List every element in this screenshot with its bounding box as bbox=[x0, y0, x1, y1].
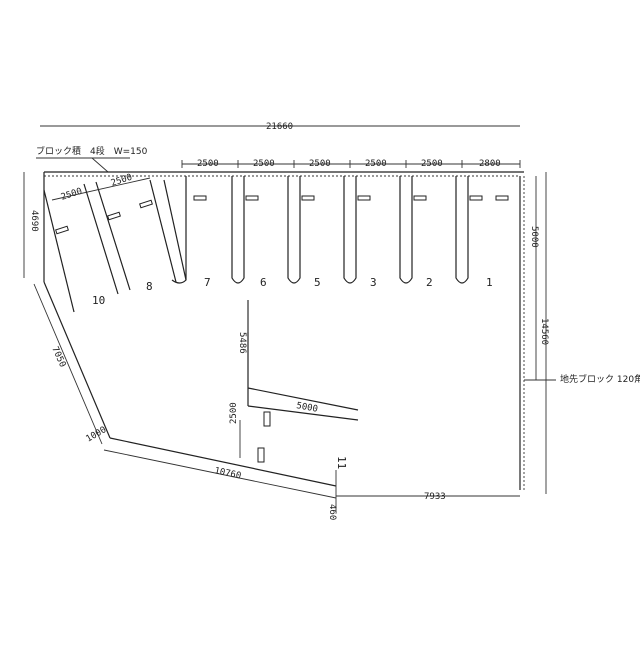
segment-label-2: 2500 bbox=[253, 159, 275, 169]
wheel-stop-2 bbox=[413, 195, 427, 201]
entrance-depth-label: 2500 bbox=[229, 402, 239, 424]
segment-ticks bbox=[181, 160, 521, 168]
stall-number-1: 1 bbox=[486, 276, 493, 289]
stall-divider-10-left bbox=[43, 189, 75, 313]
wheel-stop-end bbox=[495, 195, 509, 201]
segment-label-5: 2500 bbox=[421, 159, 443, 169]
entrance-bottom-label: 460 bbox=[327, 504, 337, 520]
stall-divider-10-8 bbox=[83, 181, 131, 295]
stall-divider-6 bbox=[231, 176, 245, 284]
stall-number-3: 3 bbox=[370, 276, 377, 289]
aisle-top-edge bbox=[247, 387, 359, 411]
bottom-boundary bbox=[109, 437, 337, 487]
stall-divider-7-left bbox=[171, 176, 187, 284]
stall-number-6: 6 bbox=[260, 276, 267, 289]
right-bottom-label: 7933 bbox=[424, 492, 446, 502]
stall-divider-5 bbox=[287, 176, 301, 284]
left-top-dim-a: 2500 bbox=[60, 187, 84, 203]
right-top-label: 5000 bbox=[529, 226, 539, 248]
stall-number-5: 5 bbox=[314, 276, 321, 289]
block-wall-leader bbox=[91, 157, 109, 173]
left-top-dim-line bbox=[51, 177, 151, 201]
corner-note: 地先ブロック 120角 bbox=[560, 373, 640, 385]
segment-label-4: 2500 bbox=[365, 159, 387, 169]
stall-number-7: 7 bbox=[204, 276, 211, 289]
block-wall-note: ブロック積 4段 W=150 bbox=[36, 145, 148, 157]
bottom-boundary-outer bbox=[103, 449, 337, 499]
aisle-bottom-edge bbox=[247, 405, 359, 421]
wheel-stop-8 bbox=[107, 211, 121, 221]
bottom-short-label: 1000 bbox=[85, 425, 109, 445]
parallel-stalls: 7 6 5 3 2 1 bbox=[171, 176, 509, 289]
stall-divider-2 bbox=[399, 176, 413, 284]
segment-label-3: 2500 bbox=[309, 159, 331, 169]
left-boundary-slant-outer bbox=[33, 283, 103, 445]
stall-number-8: 8 bbox=[146, 280, 153, 293]
left-height-label: 4690 bbox=[29, 210, 39, 232]
wheel-stop-b bbox=[257, 447, 265, 463]
aisle-width-label: 5000 bbox=[295, 401, 318, 415]
wheel-stop-7 bbox=[193, 195, 207, 201]
angled-stalls: 10 8 bbox=[43, 179, 187, 313]
wheel-stop-8b bbox=[139, 199, 153, 209]
aisle-depth-label: 5486 bbox=[237, 332, 247, 354]
entrance-label: 11 bbox=[335, 456, 348, 469]
wheel-stop-1 bbox=[469, 195, 483, 201]
stall-divider-1 bbox=[455, 176, 469, 284]
right-height-label: 14560 bbox=[539, 318, 549, 345]
slant-dim-label: 7050 bbox=[49, 345, 67, 369]
bottom-long-label: 10760 bbox=[213, 466, 242, 481]
wheel-stop-10 bbox=[55, 225, 69, 235]
wheel-stop-5 bbox=[301, 195, 315, 201]
wheel-stop-6 bbox=[245, 195, 259, 201]
left-boundary-slant bbox=[43, 281, 111, 439]
stall-number-2: 2 bbox=[426, 276, 433, 289]
stall-divider-3 bbox=[343, 176, 357, 284]
wheel-stop-3 bbox=[357, 195, 371, 201]
overall-width-label: 21660 bbox=[266, 122, 293, 132]
wheel-stop-a bbox=[263, 411, 271, 427]
stall-number-10: 10 bbox=[92, 294, 105, 307]
segment-label-1: 2500 bbox=[197, 159, 219, 169]
stall-divider-8-7 bbox=[149, 179, 187, 283]
segment-label-6: 2800 bbox=[479, 159, 501, 169]
